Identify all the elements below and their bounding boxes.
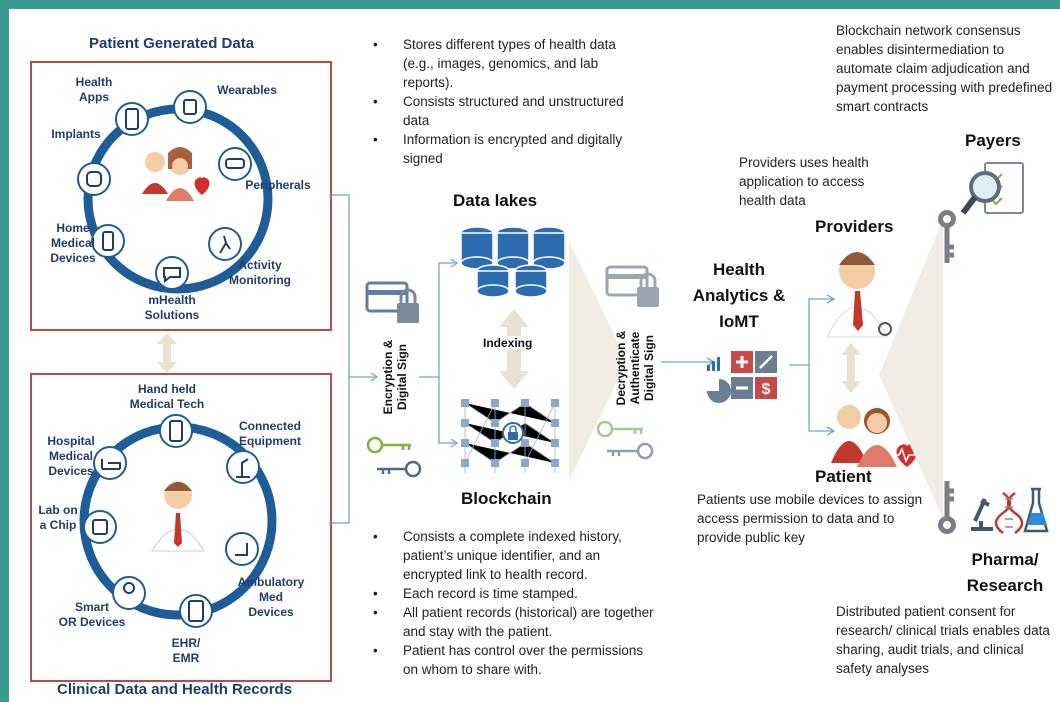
blockchain-bullet: Each record is time stamped. bbox=[369, 584, 659, 603]
chat-icon bbox=[163, 267, 181, 284]
key-icon bbox=[366, 436, 422, 478]
implant-icon bbox=[86, 171, 102, 187]
key-icon bbox=[938, 481, 956, 534]
lock-card-icon bbox=[605, 265, 659, 307]
data-lakes-bullets: Stores different types of health data (e… bbox=[369, 35, 629, 168]
left-connector-lines bbox=[329, 194, 459, 524]
data-lakes-bullet: Consists structured and unstructured dat… bbox=[369, 92, 629, 130]
providers-title: Providers bbox=[815, 217, 894, 236]
handheld-device-icon bbox=[169, 420, 183, 442]
payers-title: Payers bbox=[965, 131, 1021, 150]
pg-item-wearables: Wearables bbox=[217, 83, 277, 97]
blockchain-bullet: Consists a complete indexed history, pat… bbox=[369, 527, 659, 584]
vertical-double-arrow bbox=[157, 333, 177, 373]
encryption-label: Encryption &Digital Sign bbox=[381, 339, 409, 415]
payers-note: Blockchain network consensus enables dis… bbox=[836, 23, 1053, 114]
blockchain-bullet: Patient has control over the permissions… bbox=[369, 641, 659, 679]
data-lakes-bullet: Stores different types of health data (e… bbox=[369, 35, 629, 92]
watch-icon bbox=[183, 99, 197, 115]
patient-generated-title: Patient Generated Data bbox=[89, 35, 255, 52]
runner-icon bbox=[219, 235, 231, 254]
cl-item-ehr: EHR/EMR bbox=[171, 636, 201, 665]
patient-generated-box bbox=[30, 61, 332, 331]
funnel-shape bbox=[569, 241, 627, 481]
dna-icon bbox=[994, 491, 1024, 535]
blockchain-bullet: All patient records (historical) are tog… bbox=[369, 603, 659, 641]
pg-item-peripherals: Peripherals bbox=[245, 178, 311, 192]
beam-shape bbox=[879, 219, 943, 519]
blockchain-bullets: Consists a complete indexed history, pat… bbox=[369, 527, 659, 679]
vr-headset-icon bbox=[225, 158, 245, 169]
patient-generated-ring bbox=[77, 90, 273, 294]
clinical-title: Clinical Data and Health Records bbox=[57, 681, 293, 698]
key-icon bbox=[938, 210, 956, 263]
surgeon-icon bbox=[123, 582, 135, 594]
flask-icon bbox=[1023, 487, 1049, 533]
providers-patient-arrow bbox=[841, 343, 861, 393]
patient-note: Patients use mobile devices to assign ac… bbox=[697, 492, 923, 545]
data-lakes-bullet: Information is encrypted and digitally s… bbox=[369, 130, 629, 168]
magnifier-icon bbox=[960, 162, 1024, 215]
pharma-title: Pharma/Research bbox=[966, 550, 1044, 595]
doctor-icon bbox=[151, 481, 205, 552]
providers-note: Providers uses health application to acc… bbox=[739, 155, 869, 208]
patient-title: Patient bbox=[815, 467, 872, 486]
research-icons bbox=[971, 487, 1049, 535]
clinical-ring bbox=[79, 414, 277, 628]
blockchain-network bbox=[461, 399, 559, 473]
chip-icon bbox=[92, 519, 108, 535]
key-icon bbox=[596, 420, 654, 460]
microscope-icon bbox=[971, 498, 993, 531]
phone-icon bbox=[125, 108, 139, 130]
tablet-icon bbox=[188, 600, 204, 622]
clinical-box bbox=[30, 373, 332, 682]
hospital-bed-icon bbox=[101, 459, 121, 470]
branch-to-providers-patient bbox=[789, 294, 836, 436]
wheelchair-icon bbox=[235, 543, 248, 556]
microscope-icon bbox=[236, 458, 250, 478]
doctor-icon bbox=[826, 252, 892, 338]
family-icon bbox=[142, 147, 210, 201]
pharma-note: Distributed patient consent for research… bbox=[836, 604, 1050, 676]
pg-item-implants: Implants bbox=[51, 127, 101, 141]
svg-text:$: $ bbox=[762, 381, 771, 398]
data-lakes-title: Data lakes bbox=[453, 191, 538, 210]
family-icon bbox=[831, 405, 918, 467]
blockchain-title: Blockchain bbox=[461, 489, 552, 508]
glucose-meter-icon bbox=[102, 231, 114, 251]
indexing-label: Indexing bbox=[483, 336, 533, 350]
database-icon bbox=[460, 226, 566, 298]
lock-card-icon bbox=[365, 281, 419, 323]
analytics-icon: $ bbox=[707, 351, 777, 403]
